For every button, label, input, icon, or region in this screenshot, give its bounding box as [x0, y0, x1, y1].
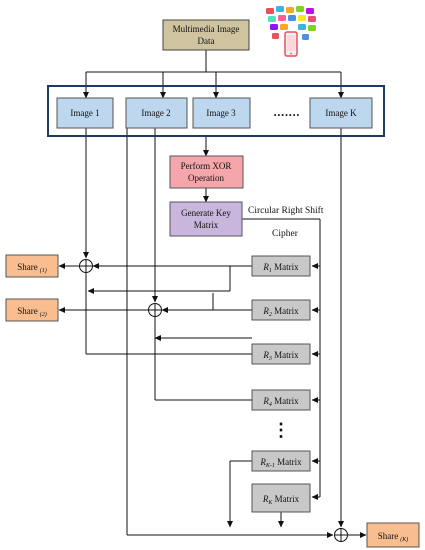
share-k-sub: (K) [400, 536, 408, 543]
rk-1-sub: K-1 [265, 463, 275, 469]
xor-symbol-k [334, 528, 348, 542]
image-2-shape [125, 97, 188, 129]
share-2-text: Share [17, 306, 38, 316]
r4-suffix: Matrix [272, 396, 299, 406]
r1-suffix: Matrix [272, 262, 299, 272]
xor-line1: Perform XOR [181, 161, 232, 171]
multimedia-image-data-box: Multimedia Image Data [162, 19, 250, 51]
r4-matrix-box: R4 Matrix [251, 389, 311, 411]
r2-matrix-shape [251, 299, 311, 321]
image-k-shape [309, 97, 373, 129]
r1-letter: R [262, 262, 269, 272]
share-1-text: Share [17, 262, 38, 272]
r4-letter: R [262, 396, 269, 406]
image-1-box: Image 1 [56, 97, 114, 129]
cipher-label-line1: Circular Right Shift [248, 205, 324, 216]
perform-xor-box: Perform XOR Operation [169, 155, 244, 189]
connector-lines [58, 50, 367, 538]
source-line2: Data [198, 36, 215, 46]
r3-matrix-shape [251, 343, 311, 365]
image-k-box: Image K [309, 97, 373, 129]
r2-matrix-label: R2 Matrix [262, 306, 299, 318]
generate-key-matrix-box: Generate Key Matrix [169, 201, 243, 237]
source-box-shape [162, 19, 250, 51]
keygen-line1: Generate Key [181, 208, 231, 218]
r3-matrix-box: R3 Matrix [251, 343, 311, 365]
image-3-box: Image 3 [192, 97, 251, 129]
r3-matrix-label: R3 Matrix [262, 350, 299, 362]
rk-sub: K [267, 500, 273, 506]
share-2-sub: (2) [40, 311, 47, 318]
r2-letter: R [262, 306, 269, 316]
rk-matrix-label: RK Matrix [262, 494, 300, 506]
share-1-box: Share(1) [5, 254, 59, 278]
cipher-label-line2: Cipher [272, 229, 299, 239]
rk-1-matrix-label: RK-1 Matrix [259, 457, 302, 469]
vertical-ellipsis: ⋮ [272, 420, 290, 440]
image-2-box: Image 2 [125, 97, 188, 129]
rk-matrix-shape [251, 483, 311, 513]
image-3-label: Image 3 [206, 108, 236, 118]
r1-matrix-label: R1 Matrix [262, 262, 299, 274]
images-frame [47, 85, 385, 137]
rk-1-suffix: Matrix [275, 457, 302, 467]
image-1-shape [56, 97, 114, 129]
share-1-shape [5, 254, 59, 278]
r4-matrix-label: R4 Matrix [262, 396, 299, 408]
share-k-label: Share(K) [378, 531, 409, 543]
r1-sub: 1 [269, 268, 272, 274]
rk-1-matrix-box: RK-1 Matrix [251, 450, 311, 472]
r3-letter: R [262, 350, 269, 360]
xor-symbol-1 [79, 259, 93, 273]
r3-sub: 3 [268, 356, 272, 362]
source-line1: Multimedia Image [173, 24, 240, 34]
image-1-label: Image 1 [70, 108, 99, 118]
share-k-shape [366, 522, 420, 548]
rk-1-letter: R [259, 457, 266, 467]
image-3-shape [192, 97, 251, 129]
keygen-line2: Matrix [194, 220, 219, 230]
xor-line2: Operation [188, 173, 224, 183]
rk-suffix: Matrix [272, 494, 299, 504]
share-2-label: Share(2) [17, 306, 47, 318]
r2-suffix: Matrix [272, 306, 299, 316]
share-k-text: Share [378, 531, 399, 541]
share-1-sub: (1) [40, 267, 47, 274]
image-2-label: Image 2 [141, 108, 170, 118]
xor-box-shape [169, 155, 244, 189]
share-2-shape [5, 298, 59, 322]
r2-matrix-box: R2 Matrix [251, 299, 311, 321]
share-k-box: Share(K) [366, 522, 420, 548]
share-1-label: Share(1) [17, 262, 47, 274]
image-k-label: Image K [325, 108, 357, 118]
share-2-box: Share(2) [5, 298, 59, 322]
r2-sub: 2 [269, 312, 272, 318]
multimedia-apps-icon [266, 6, 316, 57]
r4-sub: 4 [269, 401, 272, 408]
rk-1-matrix-shape [251, 450, 311, 472]
r4-matrix-shape [251, 389, 311, 411]
r1-matrix-box: R1 Matrix [251, 255, 311, 277]
r3-suffix: Matrix [272, 350, 299, 360]
ellipsis-dots: ••••••• [274, 111, 301, 120]
xor-symbol-2 [148, 303, 162, 317]
rk-matrix-box: RK Matrix [251, 483, 311, 513]
keygen-box-shape [169, 201, 243, 237]
r1-matrix-shape [251, 255, 311, 277]
rk-letter: R [262, 494, 269, 504]
